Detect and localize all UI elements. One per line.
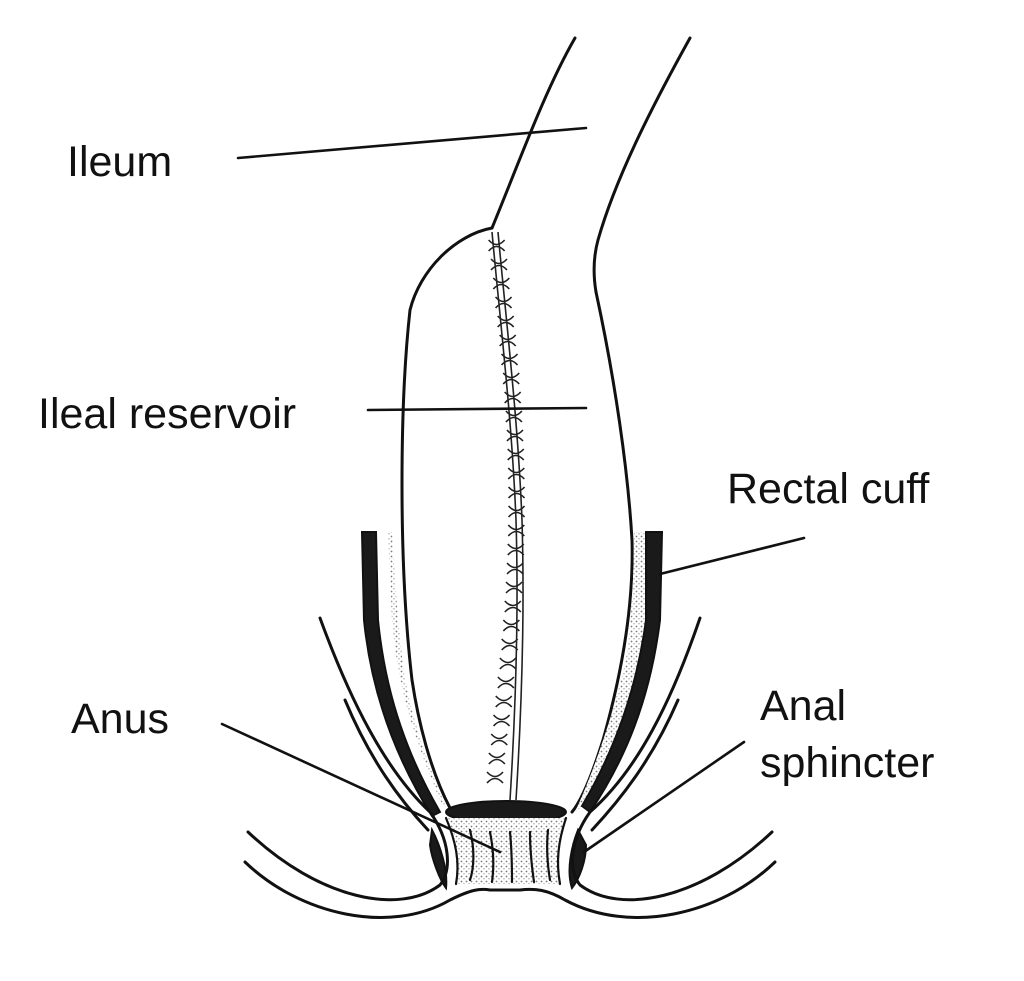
suture-stitch bbox=[505, 410, 523, 423]
labels: Ileum Ileal reservoir Rectal cuff Anus A… bbox=[38, 138, 934, 787]
suture-stitch bbox=[492, 277, 510, 290]
pelvic-contours bbox=[243, 616, 777, 919]
suture-stitch bbox=[507, 467, 525, 480]
suture-stitch bbox=[486, 771, 504, 784]
suture-stitch bbox=[490, 733, 508, 746]
ileal-reservoir-label: Ileal reservoir bbox=[38, 390, 296, 438]
suture-stitch bbox=[488, 752, 506, 765]
suture-stitch bbox=[488, 239, 506, 252]
suture-stitch bbox=[507, 448, 525, 461]
anus-label: Anus bbox=[71, 695, 169, 743]
suture-stitch bbox=[494, 296, 513, 309]
ileum-leader bbox=[236, 126, 588, 160]
suture-stitch bbox=[507, 505, 526, 518]
suture-stitch bbox=[492, 714, 511, 727]
anal-sphincter-label-line1: Anal bbox=[760, 682, 846, 730]
suture-stitch bbox=[497, 676, 515, 689]
suture-stitch bbox=[504, 600, 522, 613]
suture-line bbox=[486, 231, 526, 801]
suture-stitch bbox=[506, 562, 524, 575]
anal-sphincter-leader bbox=[582, 740, 746, 854]
suture-stitch bbox=[502, 372, 520, 385]
suture-stitch bbox=[506, 429, 524, 442]
ileum-and-reservoir-outline bbox=[400, 36, 692, 814]
suture-stitch bbox=[495, 695, 513, 708]
suture-stitch bbox=[497, 315, 515, 328]
suture-stitch bbox=[501, 638, 519, 651]
anus-leader bbox=[220, 722, 502, 854]
anal-sphincter-label-line2: sphincter bbox=[760, 739, 934, 787]
rectal-cuff-leader bbox=[658, 536, 806, 576]
suture-stitch bbox=[505, 581, 523, 594]
suture-stitch bbox=[502, 619, 520, 632]
suture-stitch bbox=[507, 486, 526, 499]
suture-stitch bbox=[507, 524, 525, 537]
anal-sphincter-left bbox=[428, 826, 448, 891]
suture-stitch bbox=[507, 543, 525, 556]
suture-stitch bbox=[499, 334, 517, 347]
ileum-label: Ileum bbox=[67, 138, 172, 186]
rectal-cuff-label: Rectal cuff bbox=[727, 465, 930, 513]
suture-stitch bbox=[504, 391, 522, 404]
anal-canal bbox=[428, 800, 588, 891]
suture-stitch bbox=[499, 657, 517, 670]
leader-lines bbox=[220, 126, 806, 854]
ileal-reservoir-leader bbox=[366, 406, 588, 412]
suture-stitch bbox=[490, 258, 508, 271]
suture-stitch bbox=[500, 353, 519, 366]
